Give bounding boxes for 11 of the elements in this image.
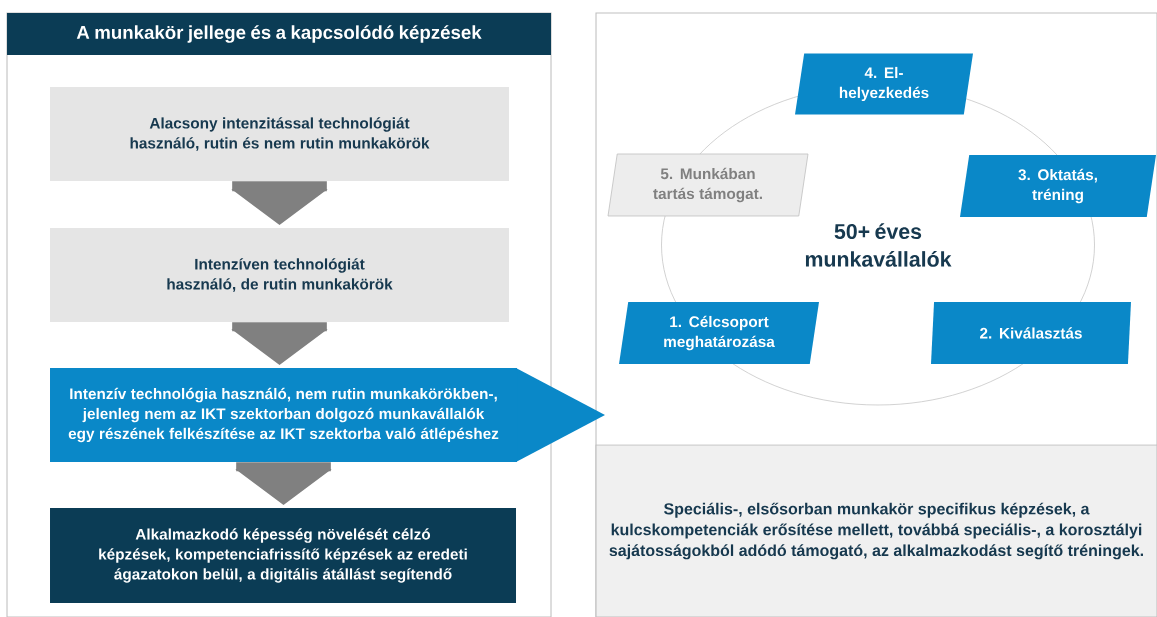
- step-parallelogram: 3. Oktatás, tréning: [960, 155, 1156, 217]
- step-parallelogram: 5. Munkában tartás támogat.: [607, 153, 809, 217]
- arrow-box: Intenzív technológia használó, nem rutin munkakörökben-, jelenleg nem az IKT szektorban dolgozó munkavállalók egy részének felkészítése az IKT szektorba való átlépéshez: [50, 368, 605, 462]
- step-parallelogram: 4. El- helyezkedés: [795, 53, 973, 115]
- title-band: A munkakör jellege és a kapcsolódó képzések: [7, 13, 551, 55]
- step-parallelogram: 1. Célcsoport meghatározása: [619, 302, 819, 364]
- process-box: Intenzíven technológiát használó, de rutin munkakörök: [50, 228, 509, 322]
- step-parallelogram: 2. Kiválasztás: [931, 302, 1131, 364]
- process-box: Alacsony intenzitással technológiát használó, rutin és nem rutin munkakörök: [50, 87, 509, 181]
- text-box: Speciális-, elsősorban munkakör specifikus képzések, a kulcskompetenciák erősítése mellett, továbbá speciális-, a korosztályi sajátosságokból adódó támogató, az alkalmazkodást segítő tréningek.: [595, 444, 1157, 617]
- process-box: Alkalmazkodó képesség növelését célzó képzések, kompetenciafrissítő képzések az eredeti ágazatokon belül, a digitális átállást segítendő: [50, 508, 516, 603]
